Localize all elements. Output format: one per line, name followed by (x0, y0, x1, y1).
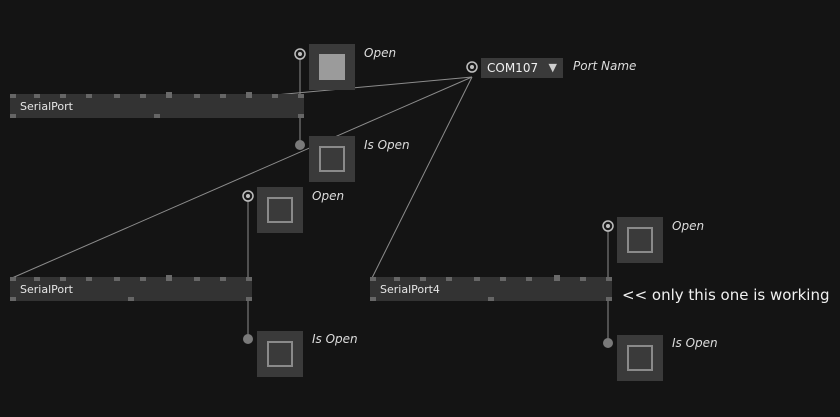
pin-open-3[interactable] (602, 220, 614, 232)
serialport-node-1[interactable]: SerialPort (10, 92, 304, 118)
is-open-label-3: Is Open (672, 336, 718, 350)
node-title: SerialPort (20, 283, 73, 296)
is-open-label-2: Is Open (312, 332, 358, 346)
toggle-box (319, 54, 345, 80)
serialport-node-2[interactable]: SerialPort (10, 275, 252, 301)
node-input-pins (10, 92, 304, 98)
port-name-label: Port Name (573, 59, 637, 73)
is-open-label-1: Is Open (364, 138, 410, 152)
node-output-pins (10, 297, 252, 301)
open-label-1: Open (364, 46, 397, 60)
toggle-box (319, 146, 345, 172)
toggle-box (267, 197, 293, 223)
pin-isopen-2[interactable] (243, 334, 253, 344)
serialport4-node[interactable]: SerialPort4 (370, 275, 612, 301)
pin-open-1[interactable] (294, 48, 306, 60)
open-toggle-3[interactable] (617, 217, 663, 263)
wire-portname-to-node1 (274, 76, 473, 96)
is-open-indicator-3[interactable] (617, 335, 663, 381)
pin-isopen-1[interactable] (295, 140, 305, 150)
is-open-indicator-1[interactable] (309, 136, 355, 182)
port-name-value: COM107 (487, 61, 539, 75)
node-input-pins (370, 275, 612, 281)
open-toggle-1[interactable] (309, 44, 355, 90)
open-toggle-2[interactable] (257, 187, 303, 233)
chevron-down-icon: ▼ (548, 61, 557, 74)
annotation-note: << only this one is working (622, 286, 830, 304)
node-output-pins (10, 114, 304, 118)
toggle-box (627, 345, 653, 371)
open-label-3: Open (672, 219, 705, 233)
toggle-box (627, 227, 653, 253)
pin-isopen-3[interactable] (603, 338, 613, 348)
port-name-dropdown[interactable]: COM107 ▼ (481, 58, 563, 78)
node-title: SerialPort (20, 100, 73, 113)
open-label-2: Open (312, 189, 345, 203)
node-title: SerialPort4 (380, 283, 440, 296)
node-input-pins (10, 275, 252, 281)
wire-portname-to-node3 (371, 76, 473, 279)
is-open-indicator-2[interactable] (257, 331, 303, 377)
toggle-box (267, 341, 293, 367)
pin-portname[interactable] (466, 61, 478, 73)
node-output-pins (370, 297, 612, 301)
pin-open-2[interactable] (242, 190, 254, 202)
